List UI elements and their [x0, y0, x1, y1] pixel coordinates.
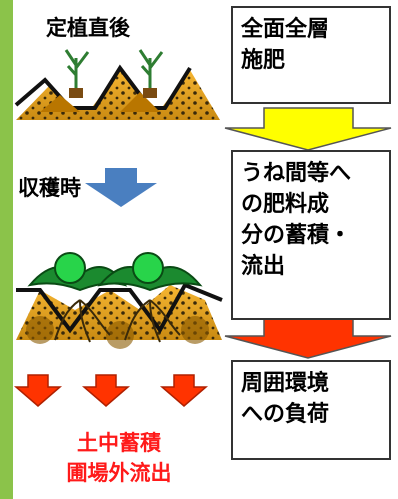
- label-after-planting: 定植直後: [46, 16, 130, 40]
- yellow-down-arrow-icon: [224, 107, 392, 151]
- soil-ridges-after-planting: [14, 64, 220, 120]
- seedling-icon: [138, 49, 164, 98]
- label-harvest-time: 収穫時: [18, 176, 81, 200]
- box-full-layer-fertilization: 全面全層 施肥: [231, 6, 391, 104]
- label-soil-accumulation-outflow: 土中蓄積 圃場外流出: [66, 431, 172, 485]
- red-down-arrow-icon: [224, 317, 392, 359]
- leaching-arrow-icon: [159, 374, 209, 407]
- box-nutrient-accumulation-outflow: うね間等へ の肥料成 分の蓄積・ 流出: [231, 150, 391, 320]
- soil-ridges-at-harvest: [16, 282, 223, 349]
- mature-crop-icon: [27, 252, 128, 343]
- seedling-icon: [64, 49, 90, 98]
- harvest-down-arrow-icon: [85, 168, 157, 207]
- leaching-arrow-icon: [13, 374, 63, 407]
- left-border-bar: [0, 0, 13, 499]
- mature-crop-icon: [97, 252, 203, 343]
- leaching-arrow-icon: [81, 374, 131, 407]
- box-environmental-load: 周囲環境 への負荷: [231, 360, 391, 460]
